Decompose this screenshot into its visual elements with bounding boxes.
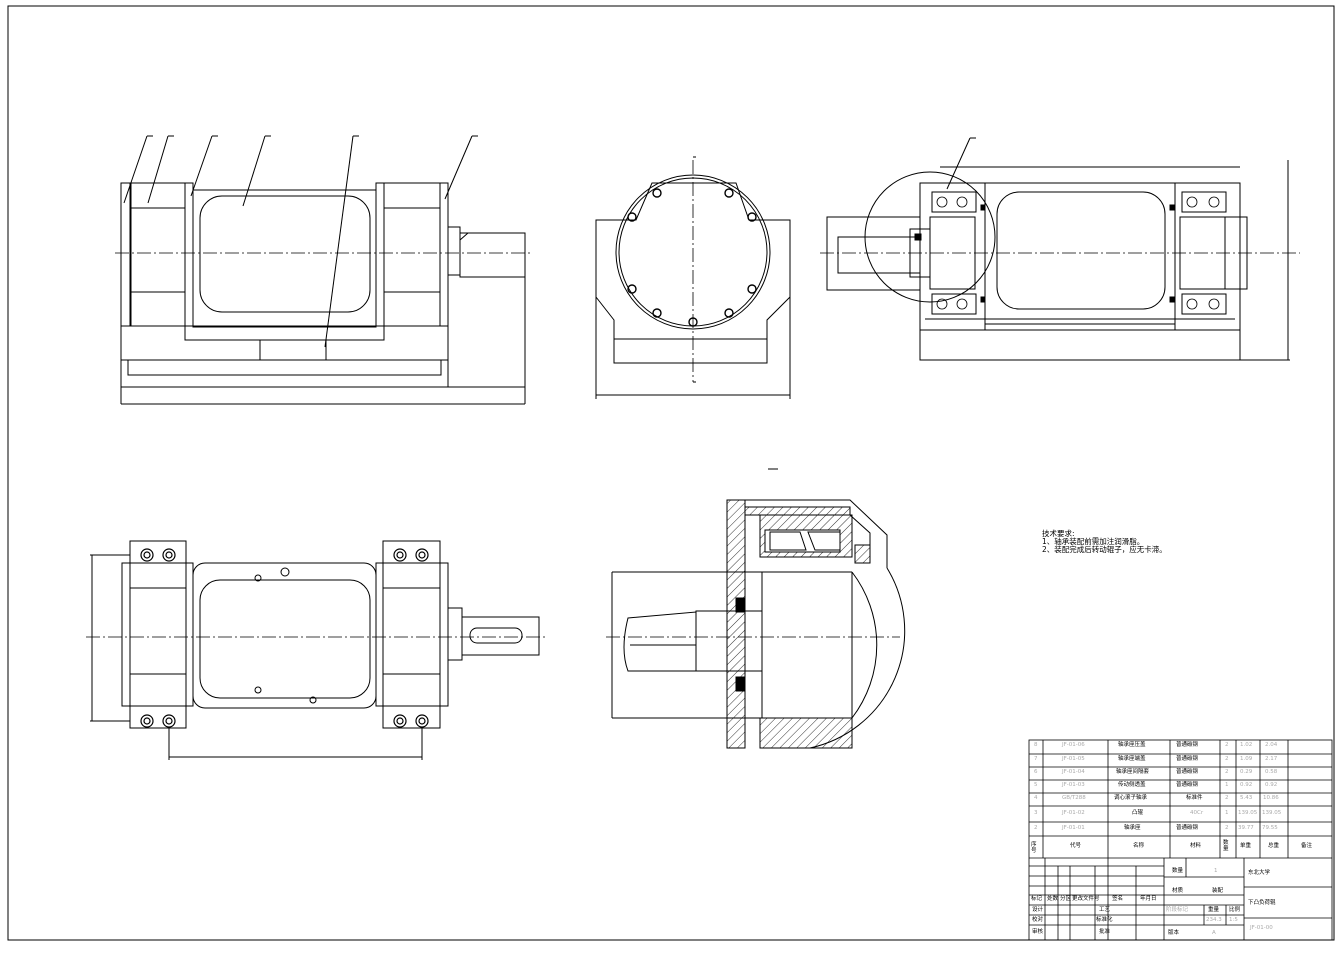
bom-row-material: 标准件 [1186, 795, 1203, 801]
bom-row-qty: 1 [1225, 782, 1229, 788]
bom-row-no: 3 [1034, 810, 1038, 816]
bom-row-unit: 0.29 [1240, 769, 1253, 775]
bom-row-no: 6 [1034, 769, 1038, 775]
rev-header: 标记 [1031, 896, 1043, 902]
weight-label: 重量 [1208, 907, 1220, 913]
bom-row-no: 2 [1034, 825, 1038, 831]
assembly-label: 装配 [1212, 888, 1224, 894]
drawing-number: JF-01-00 [1250, 925, 1273, 931]
bom-row-code: JF-01-01 [1062, 825, 1085, 831]
bom-row-name: 轴承座 [1124, 825, 1141, 831]
bom-row-code: JF-01-04 [1062, 769, 1085, 775]
top-view [90, 540, 540, 760]
bom-row-material: 普通碳钢 [1176, 782, 1199, 788]
bom-row-unit: 1.09 [1240, 756, 1253, 762]
bom-row-material: 普通碳钢 [1176, 769, 1199, 775]
rev-header: 签名 [1112, 896, 1124, 902]
bom-row-total: 0.92 [1265, 782, 1278, 788]
bom-row-name: 轴承座压盖 [1118, 742, 1146, 748]
school-name: 东北大学 [1248, 870, 1271, 876]
notes-title: 技术要求: [1042, 529, 1075, 538]
bom-row-qty: 2 [1225, 769, 1229, 775]
role-standard: 标准化 [1096, 917, 1113, 923]
technical-requirements: 技术要求: 1、轴承装配前需加注润滑脂。 2、装配完成后转动辊子，应无卡滞。 [1042, 530, 1167, 554]
version-value: A [1212, 930, 1216, 936]
bom-row-material: 普通碳钢 [1176, 742, 1199, 748]
bom-row-code: GB/T288 [1062, 795, 1086, 801]
bom-table-grid [1028, 739, 1333, 941]
scale-label: 比例 [1229, 907, 1241, 913]
bom-row-code: JF-01-06 [1062, 742, 1085, 748]
rev-header: 年月日 [1140, 896, 1157, 902]
role-approve: 批准 [1099, 929, 1111, 935]
bom-row-total: 139.05 [1262, 810, 1282, 816]
stage-label: 阶段标记 [1166, 907, 1189, 913]
bom-row-name: 传动侧透盖 [1118, 782, 1146, 788]
bom-row-unit: 5.43 [1240, 795, 1253, 801]
bom-header-qty: 数量 [1223, 840, 1229, 852]
notes-item-2: 2、装配完成后转动辊子，应无卡滞。 [1042, 545, 1167, 554]
bom-row-code: JF-01-03 [1062, 782, 1085, 788]
bom-row-name: 凸辊 [1132, 810, 1144, 816]
bom-row-unit: 39.77 [1238, 825, 1254, 831]
version-label: 版本 [1168, 930, 1180, 936]
bom-row-total: 79.55 [1262, 825, 1278, 831]
bom-header-code: 代号 [1070, 843, 1082, 849]
weight-value: 234.3 [1206, 917, 1222, 923]
scale-value: 1:5 [1229, 917, 1238, 923]
bom-row-qty: 2 [1225, 825, 1229, 831]
bom-header-remark: 备注 [1301, 843, 1313, 849]
bom-row-total: 2.04 [1265, 742, 1278, 748]
material-label: 材质 [1172, 888, 1184, 894]
notes-item-1: 1、轴承装配前需加注润滑脂。 [1042, 537, 1145, 546]
bom-row-total: 2.17 [1265, 756, 1278, 762]
bom-row-qty: 2 [1225, 795, 1229, 801]
bom-header-unit: 单重 [1240, 843, 1252, 849]
bom-row-unit: 0.92 [1240, 782, 1253, 788]
qty-label: 数量 [1172, 868, 1184, 874]
front-view [120, 135, 526, 405]
bom-row-material: 普通碳钢 [1176, 825, 1199, 831]
role-design: 设计 [1032, 907, 1044, 913]
bom-header-total: 总重 [1268, 843, 1280, 849]
bom-row-unit: 139.05 [1238, 810, 1258, 816]
role-process: 工艺 [1099, 907, 1111, 913]
bom-row-name: 调心滚子轴承 [1114, 795, 1148, 801]
bom-header-name: 名称 [1133, 843, 1145, 849]
rev-header: 分区 [1060, 896, 1072, 902]
drawing-name: 下凸负荷辊 [1248, 900, 1276, 906]
bom-header-material: 材料 [1190, 843, 1202, 849]
section-view [826, 137, 1290, 361]
bom-row-code: JF-01-05 [1062, 756, 1085, 762]
bom-row-no: 7 [1034, 756, 1038, 762]
bom-row-qty: 1 [1225, 810, 1229, 816]
bom-row-name: 轴承座端盖 [1118, 756, 1146, 762]
bom-row-no: 5 [1034, 782, 1038, 788]
bom-row-material: 普通碳钢 [1176, 756, 1199, 762]
bom-row-no: 4 [1034, 795, 1038, 801]
bom-row-unit: 1.02 [1240, 742, 1253, 748]
bom-row-qty: 2 [1225, 742, 1229, 748]
rev-header: 更改文件号 [1072, 896, 1100, 902]
rev-header: 处数 [1047, 896, 1059, 902]
bom-header-no: 序号 [1031, 842, 1037, 854]
detail-view [611, 468, 906, 749]
qty-value: 1 [1214, 868, 1218, 874]
bom-row-name: 轴承座间隔套 [1116, 769, 1150, 775]
bom-row-no: 8 [1034, 742, 1038, 748]
role-check: 校对 [1032, 917, 1044, 923]
bom-row-code: JF-01-02 [1062, 810, 1085, 816]
bom-row-total: 0.58 [1265, 769, 1278, 775]
bom-row-qty: 2 [1225, 756, 1229, 762]
role-review: 审核 [1032, 929, 1044, 935]
bom-row-total: 10.86 [1263, 795, 1279, 801]
drawing-frame [7, 5, 1335, 941]
bom-row-material: 40Cr [1190, 810, 1204, 816]
